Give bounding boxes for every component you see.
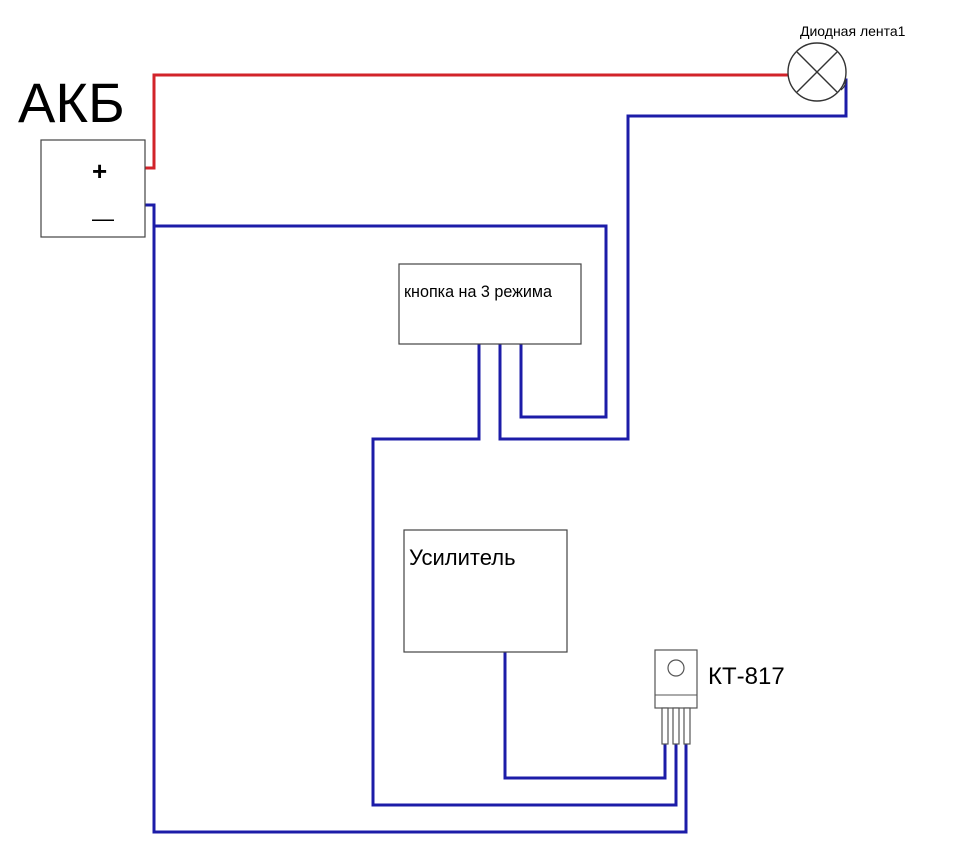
positive-wire — [143, 73, 790, 170]
lamp-symbol-icon — [787, 42, 847, 102]
switch-to-transistor-wire — [371, 342, 678, 807]
switch-ground-wire — [152, 224, 608, 419]
battery-plus-terminal: + — [92, 156, 107, 186]
battery-negative-wire — [143, 203, 688, 834]
switch-box — [398, 263, 582, 345]
amplifier-to-transistor-wire — [503, 650, 667, 780]
battery-box — [40, 139, 146, 238]
switch-label: кнопка на 3 режима — [404, 282, 553, 301]
transistor-label: КТ-817 — [708, 663, 785, 690]
battery-title: АКБ — [18, 71, 125, 134]
led-strip-label: Диодная лента1 — [800, 23, 906, 39]
battery-minus-terminal: — — [92, 206, 114, 231]
amplifier-label: Усилитель — [409, 545, 516, 570]
led-return-wire — [498, 78, 848, 441]
to126-transistor-icon — [654, 649, 698, 745]
amplifier-box — [403, 529, 568, 653]
